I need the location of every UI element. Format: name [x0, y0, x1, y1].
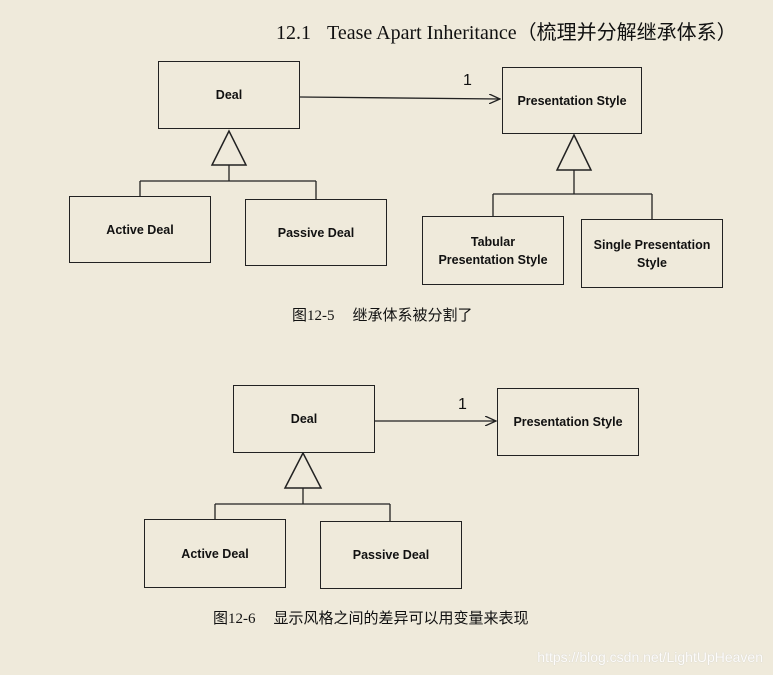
single-label-line1: Single Presentation: [593, 237, 711, 252]
passive-deal-class: Passive Deal: [320, 521, 462, 589]
single-label-line2: Style: [637, 255, 667, 270]
figure-caption: 图12-5 继承体系被分割了: [292, 304, 473, 325]
presentation-style-label: Presentation Style: [517, 93, 627, 108]
generalization-triangle: [555, 133, 593, 171]
figure-number: 图12-6: [213, 611, 256, 627]
active-deal-class: Active Deal: [69, 196, 211, 263]
active-deal-label: Active Deal: [181, 546, 249, 561]
figure-caption-text: 继承体系被分割了: [352, 308, 473, 324]
figure-caption-text: 显示风格之间的差异可以用变量来表现: [273, 611, 529, 627]
tabular-label-line1: Tabular: [470, 234, 516, 249]
watermark-url: https://blog.csdn.net/LightUpHeaven: [537, 649, 763, 665]
passive-deal-label: Passive Deal: [352, 548, 430, 562]
passive-deal-class: Passive Deal: [245, 199, 387, 266]
section-title: Tease Apart Inheritance（梳理并分解继承体系）: [327, 22, 737, 44]
deal-label: Deal: [215, 88, 243, 102]
section-heading: 12.1 Tease Apart Inheritance（梳理并分解继承体系）: [276, 16, 737, 45]
multiplicity-label: 1: [463, 72, 472, 89]
deal-label: Deal: [290, 412, 318, 426]
active-deal-label: Active Deal: [106, 222, 174, 237]
figure-caption: 图12-6 显示风格之间的差异可以用变量来表现: [213, 607, 529, 628]
active-deal-class: Active Deal: [144, 519, 286, 588]
generalization-triangle: [210, 129, 248, 166]
tabular-label-line2: Presentation Style: [438, 252, 548, 267]
association-arrow: [299, 97, 500, 99]
deal-class: Deal: [233, 385, 375, 453]
multiplicity-label: 1: [458, 396, 467, 413]
tabular-presentation-style-class: Tabular Presentation Style: [422, 216, 564, 285]
figure-number: 图12-5: [292, 308, 335, 324]
presentation-style-class: Presentation Style: [502, 67, 642, 134]
deal-class: Deal: [158, 61, 300, 129]
passive-deal-label: Passive Deal: [277, 225, 355, 240]
presentation-style-class: Presentation Style: [497, 388, 639, 456]
single-presentation-style-class: Single Presentation Style: [581, 219, 723, 288]
section-number: 12.1: [276, 22, 311, 44]
presentation-style-label: Presentation Style: [513, 415, 623, 429]
generalization-triangle: [283, 451, 323, 489]
